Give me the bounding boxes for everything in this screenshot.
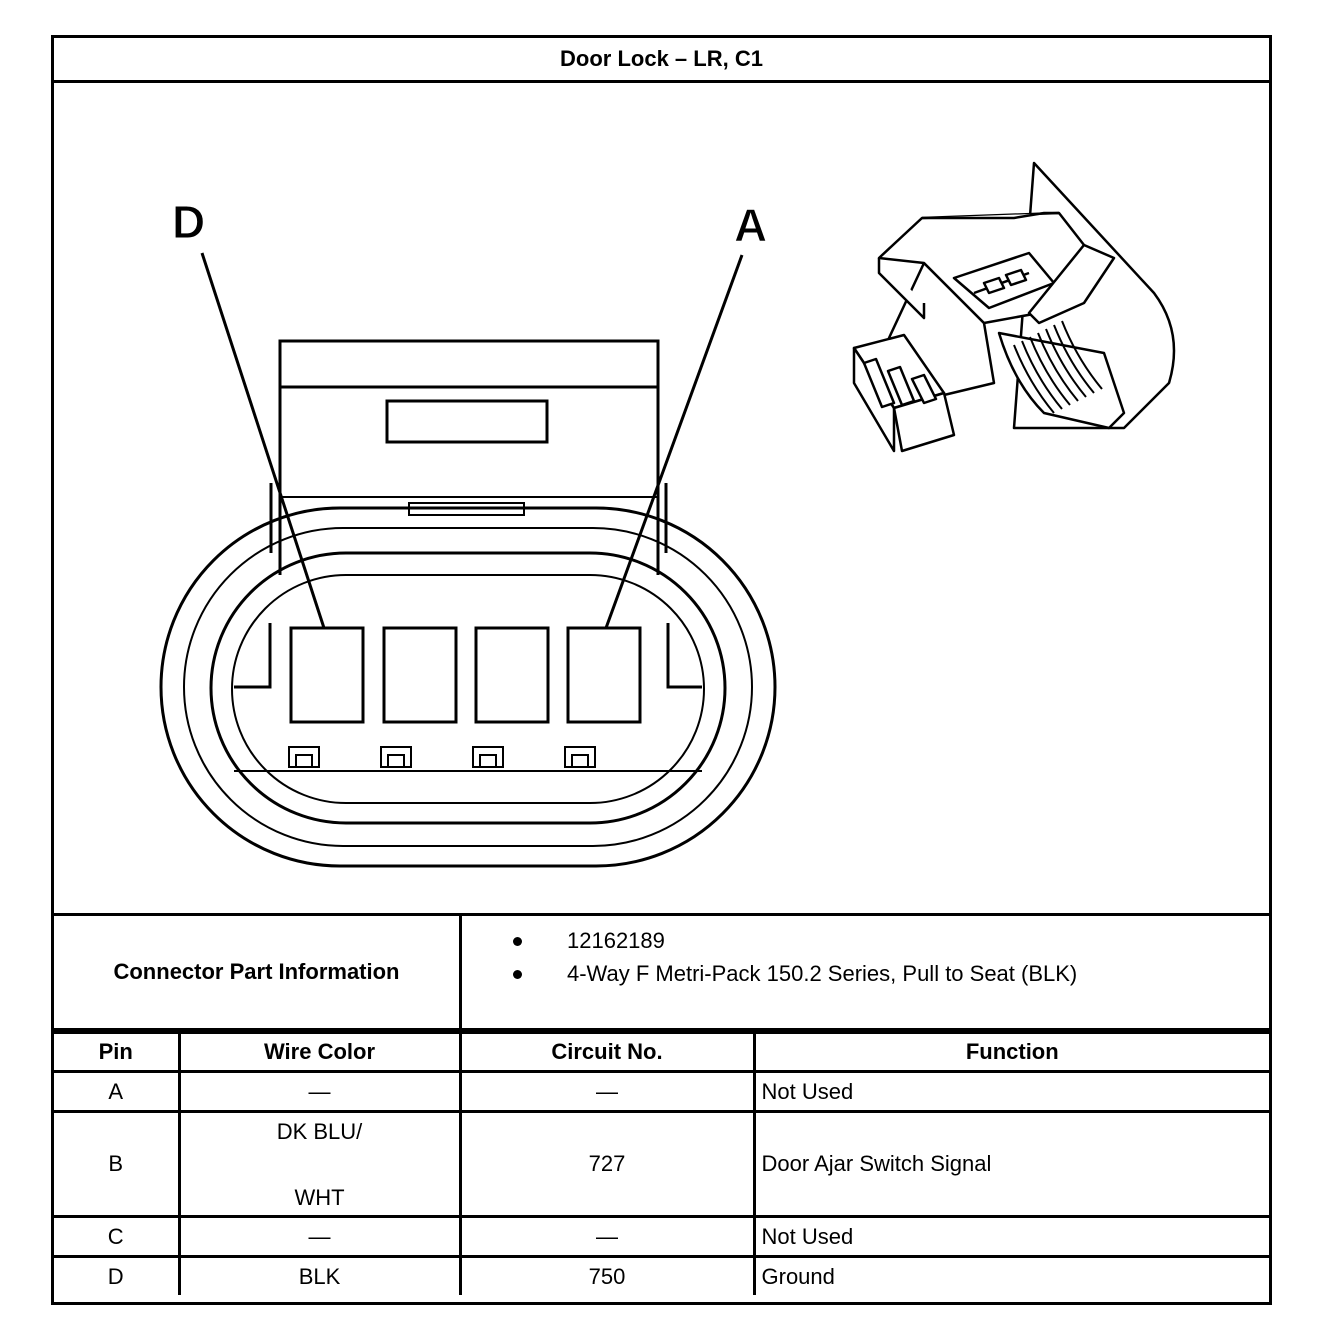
pin-cell: A: [54, 1070, 181, 1113]
wire-color-line-2: WHT: [294, 1184, 345, 1210]
table-row: A — — Not Used: [54, 1070, 1269, 1113]
latch-tab: [408, 502, 525, 516]
wire-color-cell: —: [177, 1215, 462, 1258]
pin-table-header: Pin Wire Color Circuit No. Function: [54, 1031, 1269, 1073]
pin-cell: C: [54, 1215, 181, 1258]
connector-seal-ring: [183, 527, 753, 847]
latch-window: [385, 399, 549, 444]
pin-cavity-c: [382, 626, 458, 724]
callout-a-label: A: [734, 199, 767, 251]
header-circuit: Circuit No.: [458, 1031, 756, 1073]
circuit-cell: —: [458, 1215, 756, 1258]
pin-cell: D: [54, 1255, 181, 1295]
header-wire-color: Wire Color: [177, 1031, 462, 1073]
connector-cavity-wall: [231, 574, 705, 804]
wire-color-cell: —: [177, 1070, 462, 1113]
pin-cavity-a: [566, 626, 642, 724]
circuit-cell: —: [458, 1070, 756, 1113]
wire-color-cell: BLK: [177, 1255, 462, 1295]
table-row: C — — Not Used: [54, 1215, 1269, 1258]
pin-cavity-b: [474, 626, 550, 724]
callout-d-leader: [200, 252, 326, 629]
function-cell: Not Used: [752, 1215, 1269, 1258]
part-number-item: 12162189: [462, 924, 1077, 957]
pin-cell: B: [54, 1110, 181, 1218]
connector-face-diagram: D A: [159, 161, 1176, 868]
wire-color-line-1: DK BLU/: [276, 1118, 363, 1144]
header-function: Function: [752, 1031, 1269, 1073]
connector-part-info-label: Connector Part Information: [54, 916, 462, 1028]
function-cell: Ground: [752, 1255, 1269, 1295]
circuit-cell: 727: [458, 1110, 756, 1218]
connector-part-info-list: 12162189 4-Way F Metri-Pack 150.2 Series…: [462, 924, 1077, 990]
part-number: 12162189: [567, 928, 665, 953]
page-title: Door Lock – LR, C1: [54, 38, 1269, 83]
callout-d-label: D: [172, 196, 205, 248]
circuit-cell: 750: [458, 1255, 756, 1295]
bullet-icon: [513, 937, 522, 946]
connector-figure: D A: [54, 83, 1269, 913]
header-pin: Pin: [54, 1031, 181, 1073]
connector-outer-shell: [159, 506, 777, 868]
function-cell: Not Used: [752, 1070, 1269, 1113]
bullet-icon: [513, 970, 522, 979]
part-description-item: 4-Way F Metri-Pack 150.2 Series, Pull to…: [462, 957, 1077, 990]
wire-color-spacer: [181, 1148, 459, 1181]
connector-isometric-illustration: [852, 161, 1176, 453]
pin-cavity-d: [289, 626, 365, 724]
connector-part-info: Connector Part Information 12162189 4-Wa…: [54, 913, 1269, 1031]
part-description: 4-Way F Metri-Pack 150.2 Series, Pull to…: [567, 961, 1078, 986]
wire-color-cell: DK BLU/ WHT: [177, 1110, 462, 1218]
connector-sheet: Door Lock – LR, C1: [51, 35, 1272, 1305]
callout-a-leader: [604, 254, 744, 629]
pin-table: Pin Wire Color Circuit No. Function A — …: [54, 1031, 1269, 1295]
table-row: D BLK 750 Ground: [54, 1255, 1269, 1295]
function-cell: Door Ajar Switch Signal: [752, 1110, 1269, 1218]
table-row: B DK BLU/ WHT 727 Door Ajar Switch Signa…: [54, 1110, 1269, 1218]
connector-inner-ring: [209, 551, 727, 825]
latch-housing: [278, 339, 660, 389]
